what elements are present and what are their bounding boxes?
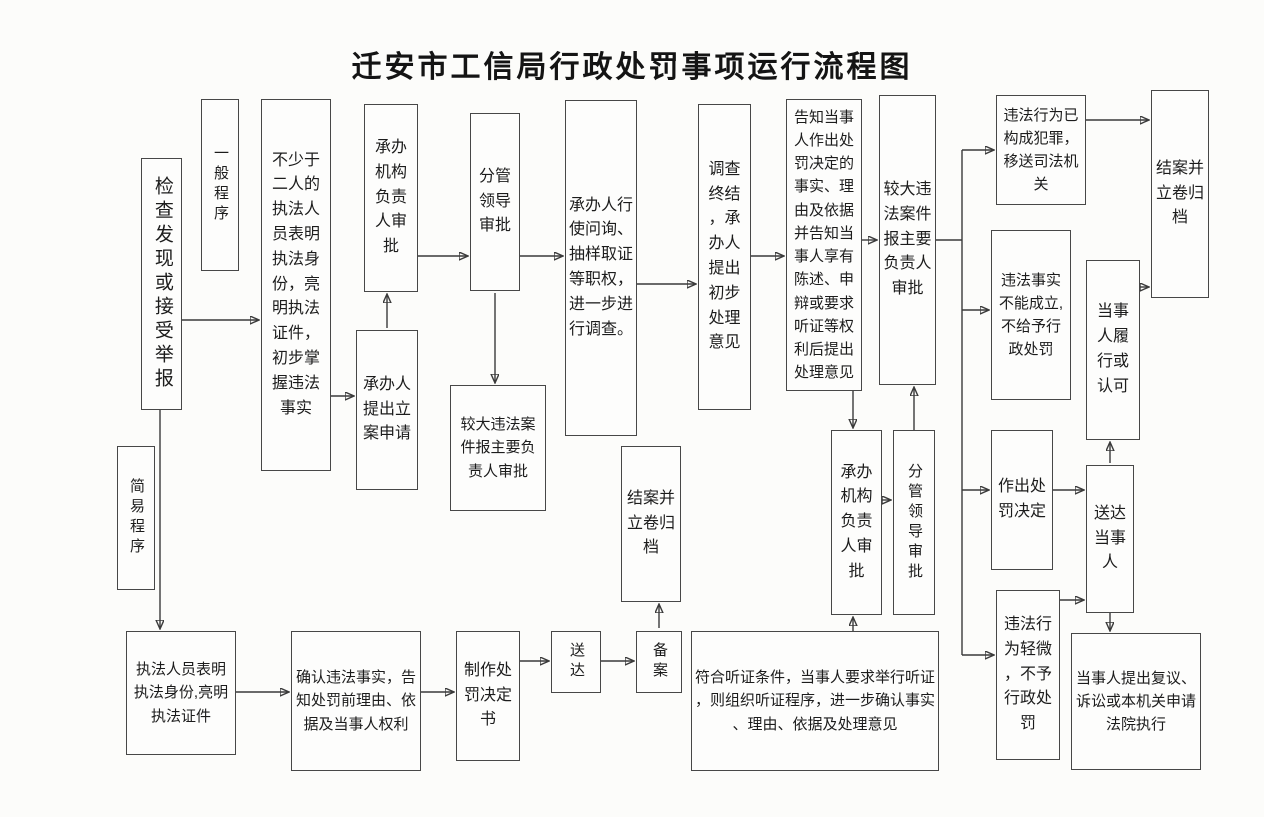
flow-connector [936, 150, 963, 655]
node-agency-head-approval-1: 承办机构负责人审批 [364, 104, 418, 292]
node-inform-party-rights: 告知当事人作出处罚决定的事实、理由及依据并告知当事人享有陈述、申辩或要求听证等权… [786, 99, 862, 391]
node-party-performs-or-accepts: 当事人履行或认可 [1086, 260, 1140, 440]
node-case-closed-archive-right: 结案并立卷归档 [1151, 90, 1209, 298]
node-serve: 送达 [551, 631, 601, 693]
node-investigation-conclusion: 调查终结，承办人提出初步处理意见 [698, 104, 751, 410]
node-reconsideration-litigation-enforcement: 当事人提出复议、诉讼或本机关申请法院执行 [1071, 633, 1201, 770]
node-case-closed-archive-mid: 结案并立卷归档 [621, 446, 681, 602]
node-major-case-principal-approval-2: 较大违法案件报主要负责人审批 [879, 95, 936, 385]
node-two-officers-identify: 不少于二人的执法人员表明执法身份，亮明执法证件，初步掌握违法事实 [261, 99, 331, 471]
node-confirm-facts-inform: 确认违法事实，告知处罚前理由、依据及当事人权利 [291, 631, 421, 771]
node-agency-head-approval-2: 承办机构负责人审批 [831, 430, 882, 615]
node-deputy-leader-approval-1: 分管领导审批 [470, 113, 520, 291]
node-officer-identify-simple: 执法人员表明执法身份,亮明执法证件 [126, 631, 236, 755]
node-facts-not-established: 违法事实不能成立,不给予行政处罚 [991, 230, 1071, 400]
node-filing-record: 备案 [636, 631, 682, 693]
node-minor-violation-no-penalty: 违法行为轻微，不予行政处罚 [996, 590, 1060, 760]
node-serve-party: 送达当事人 [1086, 465, 1134, 613]
node-make-penalty-decision: 作出处罚决定 [991, 430, 1053, 570]
node-summary-procedure-label: 简易程序 [117, 446, 155, 590]
node-investigation-powers: 承办人行使问询、抽样取证等职权，进一步进行调查。 [565, 100, 637, 436]
node-draft-penalty-decision: 制作处罚决定书 [456, 631, 520, 761]
node-case-filing-application: 承办人提出立案申请 [356, 330, 418, 490]
node-deputy-leader-approval-2: 分管领导审批 [893, 430, 935, 615]
node-major-case-principal-approval-1: 较大违法案件报主要负责人审批 [450, 385, 546, 511]
node-inspection-or-report: 检查发现或接受举报 [141, 158, 182, 410]
node-crime-transfer-judiciary: 违法行为已构成犯罪，移送司法机关 [996, 95, 1086, 205]
flowchart-title: 迁安市工信局行政处罚事项运行流程图 [351, 51, 913, 84]
node-hearing-procedure: 符合听证条件，当事人要求举行听证，则组织听证程序，进一步确认事实、理由、依据及处… [691, 631, 939, 771]
node-general-procedure-label: 一般程序 [201, 99, 239, 271]
